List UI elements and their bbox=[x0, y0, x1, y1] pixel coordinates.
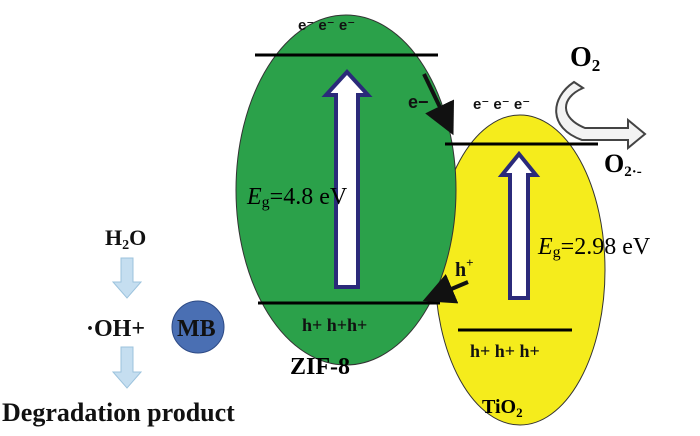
mb-molecule bbox=[171, 300, 225, 354]
zif8-vb-holes: h+ h+h+ bbox=[302, 315, 367, 335]
tio2-excitation-arrow bbox=[497, 150, 541, 300]
mb-label: MB bbox=[177, 316, 216, 342]
tio2-label: TiO2 bbox=[482, 396, 523, 420]
tio2-cb-electrons: e⁻ e⁻ e⁻ bbox=[473, 96, 530, 113]
water-label: H2O bbox=[105, 225, 146, 253]
degradation-product-label: Degradation product bbox=[2, 398, 235, 427]
zif8-excitation-arrow bbox=[321, 69, 373, 289]
tio2-bandgap-label: Eg=2.98 eV bbox=[537, 234, 651, 261]
transfer-hole-label: h+ bbox=[455, 255, 474, 281]
zif8-cb-electrons: e⁻ e⁻ e⁻ bbox=[298, 17, 355, 34]
oh-to-product-arrow bbox=[111, 346, 143, 389]
zif8-label: ZIF-8 bbox=[290, 354, 350, 380]
tio2-vb-holes: h+ h+ h+ bbox=[470, 341, 540, 361]
water-to-oh-arrow bbox=[111, 257, 143, 299]
superoxide-label: O2·- bbox=[604, 149, 642, 180]
o2-reduction-arrow bbox=[555, 80, 647, 151]
o2-label: O2 bbox=[570, 42, 600, 75]
electron-transfer-arrow bbox=[422, 73, 455, 136]
hole-transfer-arrow bbox=[422, 273, 469, 304]
hydroxyl-plus-label: ·OH+ bbox=[86, 316, 145, 342]
transfer-electron-label: e− bbox=[408, 92, 429, 112]
zif8-bandgap-label: Eg=4.8 eV bbox=[246, 184, 348, 211]
